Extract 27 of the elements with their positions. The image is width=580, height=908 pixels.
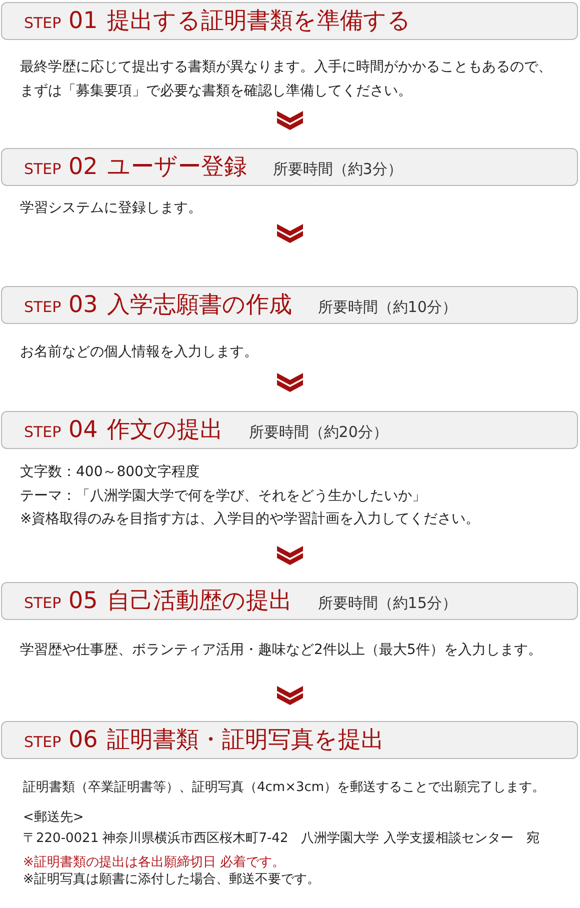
double-chevron-arrow bbox=[277, 373, 303, 392]
double-chevron-arrow bbox=[277, 224, 303, 243]
double-chevron-arrow bbox=[277, 111, 303, 130]
address-heading: <郵送先> bbox=[23, 809, 85, 827]
step-title: 作文の提出 bbox=[106, 417, 223, 443]
description-text: お名前などの個人情報を入力します。 bbox=[20, 343, 259, 362]
double-chevron-arrow bbox=[277, 686, 303, 705]
description-text: テーマ：「八洲学園大学で何を学び、それをどう生かしたいか」 bbox=[20, 487, 427, 506]
note-text: ※証明書類の提出は各出願締切日 必着です。 bbox=[23, 854, 286, 872]
description-text: 文字数：400～800文字程度 bbox=[20, 463, 200, 482]
step-title: ユーザー登録 bbox=[106, 154, 247, 180]
description-text: 証明書類（卒業証明書等）、証明写真（4cm×3cm）を郵送することで出願完了します。 bbox=[23, 779, 546, 797]
step-title: 証明書類・証明写真を提出 bbox=[106, 727, 384, 753]
step-title: 入学志願書の作成 bbox=[106, 292, 292, 318]
description-text: ※資格取得のみを目指す方は、入学目的や学習計画を入力してください。 bbox=[20, 510, 481, 529]
double-chevron-arrow bbox=[277, 546, 303, 565]
description-text: 学習システムに登録します。 bbox=[20, 199, 203, 218]
description-text: 学習歴や仕事歴、ボランティア活用・趣味など2件以上（最大5件）を入力します。 bbox=[20, 641, 543, 660]
duration-text: 所要時間（約15分） bbox=[318, 594, 457, 612]
step-title: 自己活動歴の提出 bbox=[106, 588, 292, 614]
note-text: ※証明写真は願書に添付した場合、郵送不要です。 bbox=[23, 871, 321, 889]
description-text: 最終学歴に応じて提出する書類が異なります。入手に時間がかかることもあるので、まずは「募集要項」で必要な書類を確認し準備してください。 bbox=[20, 58, 553, 101]
duration-text: 所要時間（約10分） bbox=[318, 298, 457, 316]
address-text: 〒220-0021 神奈川県横浜市西区桜木町7-42 八洲学園大学 入学支援相談センター 宛 bbox=[23, 830, 540, 848]
duration-text: 所要時間（約20分） bbox=[248, 423, 388, 441]
duration-text: 所要時間（約3分） bbox=[272, 160, 402, 178]
step-title: 提出する証明書類を準備する bbox=[106, 8, 411, 34]
